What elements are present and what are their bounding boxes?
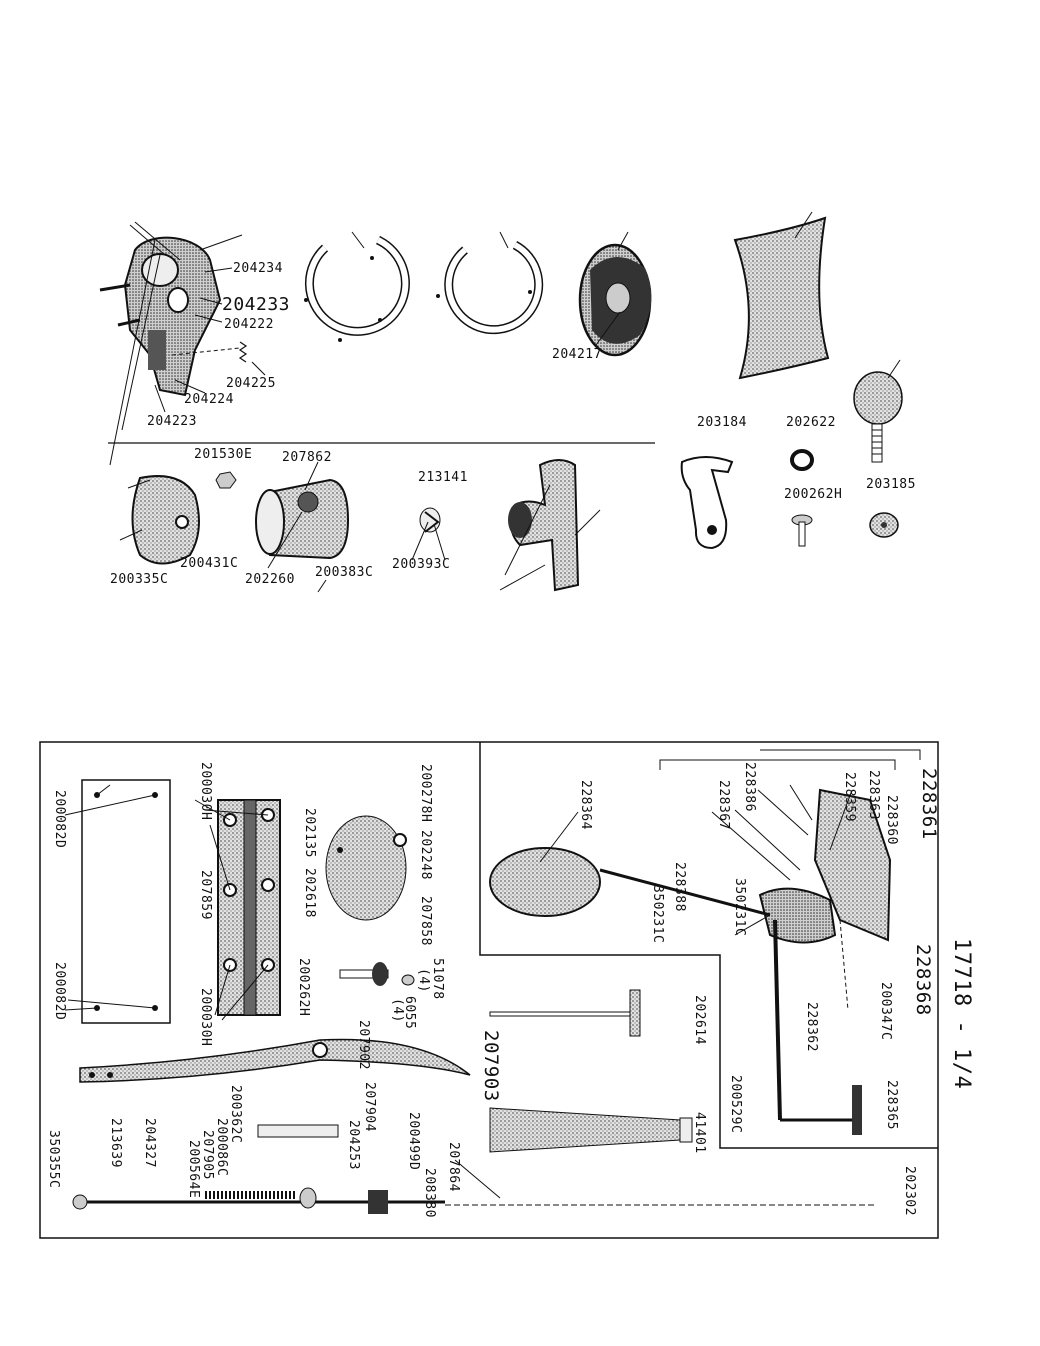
part-label-202260: 202260 [245,572,295,587]
part-label-204224: 204224 [184,392,234,407]
part-label-204223: 204223 [147,414,197,429]
part-label-228363: 228363 [866,770,881,820]
part-label-200030H-b: 200030H [198,988,213,1047]
part-label-200262H: 200262H [784,487,843,502]
part-label-200082D-a: 200082D [52,790,67,849]
knee-lever-assembly-drawing [489,784,892,1135]
part-label-202614: 202614 [692,995,707,1045]
part-label-203184: 203184 [697,415,747,430]
part-label-228360: 228360 [884,795,899,845]
part-label-202135: 202135 [302,808,317,858]
part-label-200499D: 200499D [406,1112,421,1171]
part-label-207862: 207862 [282,450,332,465]
part-label-213141: 213141 [418,470,468,485]
part-label-207905: 207905 [200,1130,215,1180]
hook-assembly-drawing [99,221,266,466]
part-label-204217: 204217 [552,347,602,362]
washer-drawing [790,449,814,471]
long-lever-drawing [79,1038,471,1083]
hinge-drawing [194,799,281,1021]
part-label-228362: 228362 [804,1002,819,1052]
small-disc-drawing [869,512,899,538]
part-label-200278H: 200278H [418,764,433,823]
sheet-id-label: 17718 - 1/4 [949,938,974,1090]
tapered-sleeve-drawing [489,1107,693,1153]
part-label-200383C: 200383C [315,565,374,580]
part-label-203185: 203185 [866,477,916,492]
small-screws-drawing [339,962,415,986]
part-label-qty-4-a: (4) [416,968,431,993]
cover-plate-drawing [119,475,200,565]
part-label-350231C-a: 350231C [732,878,747,937]
part-label-350355C: 350355C [46,1130,61,1189]
part-label-207864: 207864 [446,1142,461,1192]
part-label-200335C: 200335C [110,572,169,587]
part-label-207902: 207902 [356,1020,371,1070]
part-label-200262H: 200262H [296,958,311,1017]
part-label-204253: 204253 [346,1120,361,1170]
part-label-228388: 228388 [672,862,687,912]
part-label-204233: 204233 [222,294,291,315]
bushing-drawing [255,461,350,569]
part-label-200082D-b: 200082D [52,962,67,1021]
rectangular-plate-drawing [64,779,171,1024]
pin-drawing [257,1124,339,1138]
part-label-228367: 228367 [716,780,731,830]
part-label-228386: 228386 [742,762,757,812]
part-label-200347C: 200347C [878,982,893,1041]
part-label-228365: 228365 [884,1080,899,1130]
part-label-200362C: 200362C [228,1085,243,1144]
bobbin-case-drawing [578,231,652,357]
part-label-200564E: 200564E [186,1140,201,1199]
small-clip-drawing [411,507,446,561]
round-plate-drawing [325,815,407,921]
part-label-228368: 228368 [912,944,934,1016]
hook-ring-drawing-1 [304,231,410,342]
bottom-inner-frame [479,742,938,1149]
part-label-200086C: 200086C [214,1118,229,1177]
part-label-204234: 204234 [233,261,283,276]
part-label-202302: 202302 [902,1166,917,1216]
part-label-350231C-b: 350231C [650,885,665,944]
hook-ring-drawing-2 [436,231,544,335]
part-label-202618: 202618 [302,868,317,918]
part-label-228364: 228364 [578,780,593,830]
part-label-207858: 207858 [418,896,433,946]
part-label-202622: 202622 [786,415,836,430]
latch-lever-drawing [680,456,734,550]
part-label-207903: 207903 [480,1030,502,1102]
bracket-drawing [317,459,601,593]
small-screw-drawing [791,514,813,547]
knob-drawing [853,359,903,463]
part-label-204327: 204327 [142,1118,157,1168]
part-label-204225: 204225 [226,376,276,391]
part-label-qty-4-b: (4) [390,998,405,1023]
part-label-207904: 207904 [362,1082,377,1132]
part-label-41401: 41401 [692,1112,707,1154]
part-label-204222: 204222 [224,317,274,332]
part-label-208380: 208380 [422,1168,437,1218]
part-label-228359: 228359 [842,772,857,822]
part-label-213639: 213639 [108,1118,123,1168]
push-rod-drawing [489,989,641,1037]
part-label-200393C: 200393C [392,557,451,572]
part-label-207859: 207859 [198,870,213,920]
part-label-228361: 228361 [918,768,940,840]
part-label-51078: 51078 [430,958,445,1000]
bottom-frame [39,741,939,1239]
curved-shield-drawing [733,211,830,380]
shaft-assembly-drawing [72,1159,875,1214]
nut-drawing [215,471,237,489]
part-label-202248: 202248 [418,830,433,880]
part-label-200431C: 200431C [180,556,239,571]
part-label-200030H-a: 200030H [198,762,213,821]
part-label-200529C: 200529C [728,1075,743,1134]
part-label-201530E: 201530E [194,447,253,462]
